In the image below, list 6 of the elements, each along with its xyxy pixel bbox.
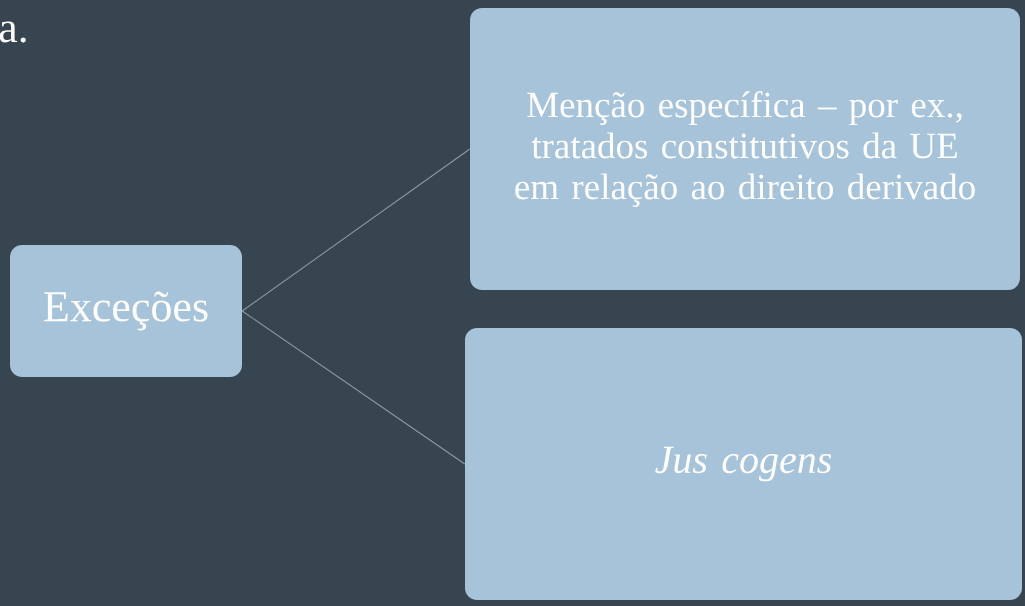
text-box: Jus cogens [465,328,1022,600]
slide-text: a. [0,21,26,43]
text-box: Exceções [10,245,242,377]
connector-line [241,310,466,465]
text-box: Menção específica – por ex., tratados constitutivos da UE em relação ao direito derivado [470,8,1020,290]
connector-line [241,148,471,312]
